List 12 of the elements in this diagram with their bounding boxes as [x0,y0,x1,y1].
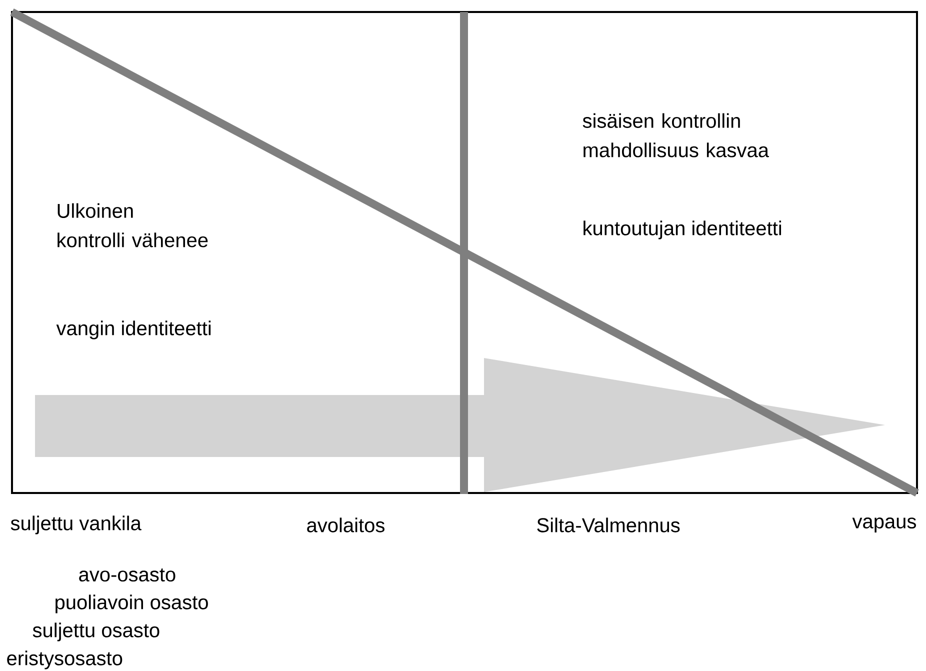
text-label: suljettu vankila [10,516,142,534]
text-label: avolaitos [307,518,384,532]
text-label: puoliavoin osasto [56,594,208,614]
text-label: suljettu osasto [32,622,160,642]
text-label: sisäisen kontrollin mahdollisuus kasvaa [582,113,769,158]
text-label: kuntoutujan identiteetti [584,220,782,240]
text-label: avo-osasto [79,568,176,582]
text-label: vapaus [852,518,916,532]
text-label: Silta-Valmennus [537,518,680,532]
text-label: vangin identiteetti [56,320,211,340]
text-label: Ulkoinen kontrolli vähenee [58,203,208,248]
text-label: eristysosasto [7,650,122,670]
